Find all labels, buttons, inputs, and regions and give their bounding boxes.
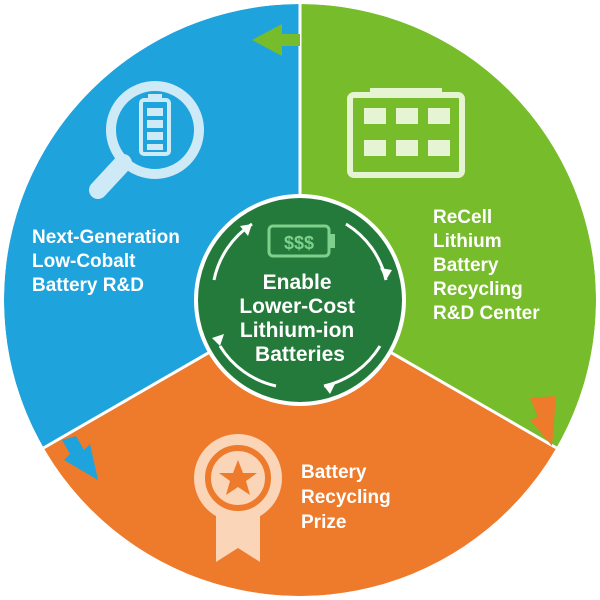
arrow-left-icon	[62, 436, 98, 480]
dollar-signs: $$$	[284, 233, 314, 253]
label-orange: Battery Recycling Prize	[301, 462, 396, 533]
arrow-top-icon	[252, 24, 300, 56]
building-icon	[347, 88, 465, 178]
arrow-right-icon	[530, 396, 556, 446]
label-green: ReCell Lithium Battery Recycling R&D Cen…	[433, 207, 540, 324]
segment-orange	[43, 300, 557, 596]
center-label: Enable Lower-Cost Lithium-ion Batteries	[239, 271, 360, 366]
label-blue: Next-Generation Low-Cobalt Battery R&D	[32, 227, 185, 296]
magnifier-battery-icon	[89, 81, 204, 199]
award-ribbon-icon	[194, 434, 282, 562]
dollar-battery-icon: $$$	[267, 224, 335, 258]
center-hub: $$$ Enable Lower-Cost Lithium-ion Batter…	[194, 194, 406, 406]
